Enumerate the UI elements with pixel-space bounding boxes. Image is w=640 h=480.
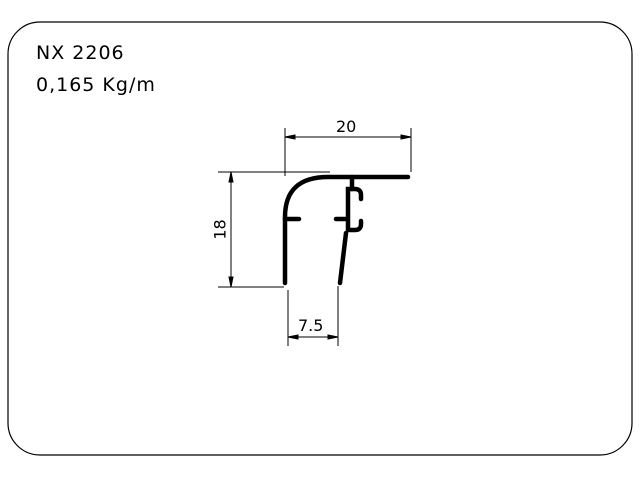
dimension-height-label: 18: [210, 219, 230, 240]
drawing-frame: [7, 21, 633, 456]
dimension-gap-label: 7.5: [298, 316, 324, 335]
profile-code: NX 2206: [36, 42, 125, 64]
profile-weight: 0,165 Kg/m: [36, 74, 156, 96]
dimension-lines: [218, 128, 412, 346]
profile-shape: [282, 174, 411, 286]
dimension-width-label: 20: [336, 117, 357, 136]
